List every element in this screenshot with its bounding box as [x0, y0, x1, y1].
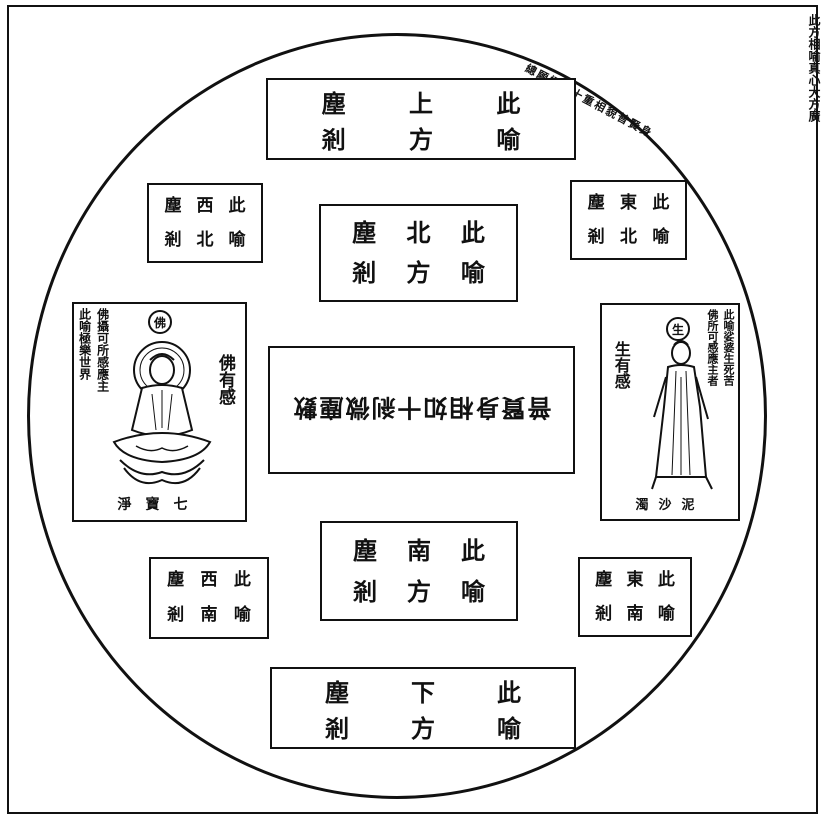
top-box-cell-1: 塵 — [322, 92, 346, 116]
top-box-cell-6: 喻 — [496, 128, 520, 152]
center-box-text: 普賢身相如十剎微塵數 — [270, 393, 573, 428]
top-box-cell-4: 剎 — [322, 128, 346, 152]
south-box-cell-4: 剎 — [353, 580, 377, 604]
north-box-cell-4: 剎 — [352, 261, 376, 285]
south-box: 塵 南 此 剎 方 喻 — [320, 521, 518, 621]
top-box-grid: 塵 上 此 剎 方 喻 — [290, 92, 552, 148]
south-box-cell-5: 方 — [407, 580, 431, 604]
southwest-box-cell-5: 南 — [200, 607, 217, 624]
southeast-box-cell-4: 剎 — [595, 606, 612, 623]
northeast-box-cell-6: 喻 — [652, 229, 669, 246]
bottom-box-cell-6: 喻 — [497, 717, 521, 741]
center-box: 普賢身相如十剎微塵數 — [268, 346, 575, 474]
southeast-box-cell-5: 南 — [626, 606, 643, 623]
south-box-cell-1: 塵 — [353, 539, 377, 563]
southeast-box-cell-1: 塵 — [595, 572, 612, 589]
being-panel: 生 此喻娑婆生死苦 佛所可感應主者 生有感 濁沙泥 — [600, 303, 740, 521]
buddha-figure-icon — [100, 330, 230, 490]
top-box: 塵 上 此 剎 方 喻 — [266, 78, 576, 160]
south-box-cell-3: 此 — [461, 539, 485, 563]
northeast-box: 塵 東 此 剎 北 喻 — [570, 180, 687, 260]
bottom-box: 塵 下 此 剎 方 喻 — [270, 667, 576, 749]
north-box-cell-3: 此 — [461, 221, 485, 245]
top-box-cell-2: 上 — [409, 92, 433, 116]
buddha-label-right: 佛有感 — [215, 354, 233, 405]
north-box-cell-6: 喻 — [461, 261, 485, 285]
southeast-box-cell-3: 此 — [658, 572, 675, 589]
north-box-grid: 塵 北 此 剎 方 喻 — [337, 220, 500, 286]
top-box-cell-5: 方 — [409, 128, 433, 152]
north-box-cell-2: 北 — [406, 221, 430, 245]
southwest-box: 塵 西 此 剎 南 喻 — [149, 557, 269, 639]
northwest-box-cell-5: 北 — [197, 232, 214, 249]
northeast-box-cell-3: 此 — [652, 195, 669, 212]
south-box-cell-6: 喻 — [461, 580, 485, 604]
northeast-box-grid: 塵 東 此 剎 北 喻 — [580, 192, 677, 248]
northwest-box-cell-1: 塵 — [165, 198, 182, 215]
bottom-box-cell-5: 方 — [411, 717, 435, 741]
northwest-box-cell-6: 喻 — [229, 232, 246, 249]
southeast-box-cell-6: 喻 — [658, 606, 675, 623]
bottom-box-cell-1: 塵 — [325, 681, 349, 705]
being-caption: 濁沙泥 — [602, 494, 738, 513]
side-label: 此方相喻真心大方廣 — [807, 14, 820, 122]
southwest-box-grid: 塵 西 此 剎 南 喻 — [159, 569, 259, 627]
southwest-box-cell-1: 塵 — [167, 572, 184, 589]
top-box-cell-3: 此 — [496, 92, 520, 116]
northwest-box: 塵 西 此 剎 北 喻 — [147, 183, 263, 263]
northeast-box-cell-2: 東 — [620, 195, 637, 212]
northeast-box-cell-1: 塵 — [588, 195, 605, 212]
being-label-left: 生有感 — [612, 341, 629, 389]
bottom-box-cell-3: 此 — [497, 681, 521, 705]
northwest-box-grid: 塵 西 此 剎 北 喻 — [157, 195, 253, 251]
northeast-box-cell-4: 剎 — [588, 229, 605, 246]
northeast-box-cell-5: 北 — [620, 229, 637, 246]
northwest-box-cell-4: 剎 — [165, 232, 182, 249]
southwest-box-cell-6: 喻 — [234, 607, 251, 624]
north-box-cell-5: 方 — [406, 261, 430, 285]
bottom-box-grid: 塵 下 此 剎 方 喻 — [294, 681, 552, 737]
bottom-box-cell-4: 剎 — [325, 717, 349, 741]
buddha-caption: 淨寶七 — [74, 494, 245, 514]
figure-standing-icon — [636, 337, 726, 497]
north-box-cell-1: 塵 — [352, 221, 376, 245]
northwest-box-cell-3: 此 — [229, 198, 246, 215]
northwest-box-cell-2: 西 — [197, 198, 214, 215]
south-box-grid: 塵 南 此 剎 方 喻 — [338, 537, 500, 605]
southeast-box-grid: 塵 東 此 剎 南 喻 — [588, 569, 682, 625]
southwest-box-cell-4: 剎 — [167, 607, 184, 624]
southeast-box-cell-2: 東 — [626, 572, 643, 589]
buddha-text-col-2: 此喻極樂世界 — [78, 308, 91, 380]
buddha-panel: 佛攝可所感應主 此喻極樂世界 佛 佛有感 淨寶七 — [72, 302, 247, 522]
southwest-box-cell-3: 此 — [234, 572, 251, 589]
bottom-box-cell-2: 下 — [411, 681, 435, 705]
southeast-box: 塵 東 此 剎 南 喻 — [578, 557, 692, 637]
north-box: 塵 北 此 剎 方 喻 — [319, 204, 518, 302]
south-box-cell-2: 南 — [407, 539, 431, 563]
southwest-box-cell-2: 西 — [200, 572, 217, 589]
